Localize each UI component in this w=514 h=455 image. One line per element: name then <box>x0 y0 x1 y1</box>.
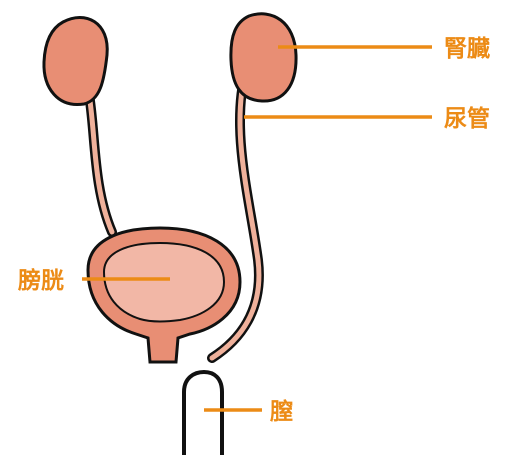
bladder-label: 膀胱 <box>18 267 64 294</box>
right-kidney <box>231 14 296 101</box>
vagina <box>184 372 222 455</box>
vagina-label: 膣 <box>270 398 293 425</box>
bladder <box>88 228 240 362</box>
ureter-label: 尿管 <box>444 105 490 132</box>
left-ureter <box>88 88 112 232</box>
left-kidney <box>44 17 107 104</box>
kidney-label: 腎臓 <box>444 36 490 62</box>
